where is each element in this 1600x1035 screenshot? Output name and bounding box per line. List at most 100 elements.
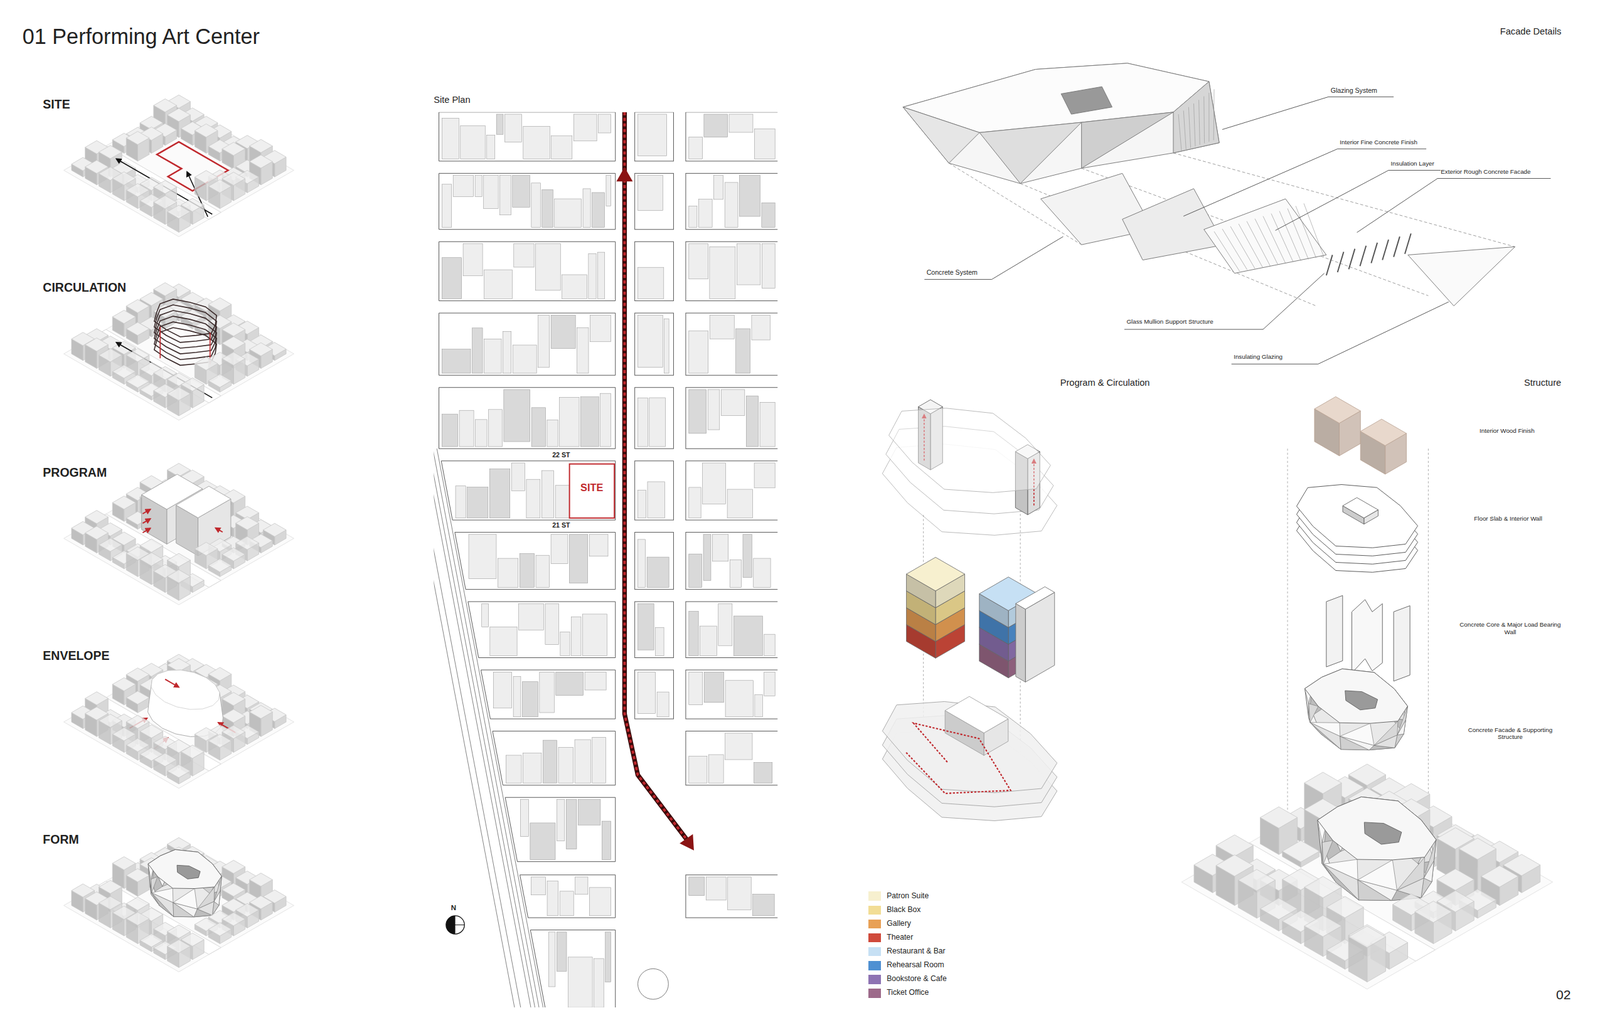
building (463, 244, 483, 277)
building (504, 114, 522, 142)
block-face (1015, 586, 1055, 610)
street-name: 22 ST (550, 451, 571, 459)
building (467, 487, 489, 519)
building (538, 314, 550, 368)
block-face (126, 691, 150, 705)
legend-swatch (868, 919, 881, 930)
facet (197, 887, 214, 910)
building (647, 481, 666, 519)
building (535, 244, 561, 291)
building (754, 463, 775, 489)
building (530, 823, 556, 860)
block-face (126, 738, 150, 752)
building (511, 463, 525, 491)
block-face (85, 692, 109, 706)
site-plan (433, 112, 778, 1008)
mesh (1254, 218, 1279, 265)
building (754, 694, 763, 717)
building (484, 338, 502, 374)
city-block (439, 173, 616, 230)
mullion (1326, 254, 1333, 276)
block-face (944, 696, 1009, 733)
legend-text: Gallery (886, 919, 912, 928)
step-title: PROGRAM (42, 465, 107, 480)
block-face (99, 348, 123, 363)
building (688, 756, 708, 784)
facet (150, 876, 158, 893)
building (638, 490, 647, 519)
legend-text: Restaurant & Bar (886, 946, 945, 956)
building (702, 463, 726, 504)
city-block (634, 670, 674, 720)
block-face (126, 374, 150, 388)
facet (1310, 722, 1341, 737)
hatch (1199, 99, 1201, 145)
facade-panel (1204, 198, 1327, 274)
building (638, 672, 656, 714)
city-block (454, 532, 616, 590)
block-face (249, 342, 273, 356)
building (453, 175, 474, 198)
building (638, 114, 667, 156)
building (441, 257, 462, 300)
mesh (1246, 221, 1270, 267)
leader-line (1124, 273, 1325, 330)
highway-line (433, 448, 521, 1008)
building (523, 126, 550, 159)
city-block (634, 112, 674, 162)
leader-line (1222, 96, 1394, 130)
building (569, 534, 588, 584)
concrete-core (1393, 606, 1410, 682)
block-face (1436, 869, 1474, 891)
block-face (1348, 926, 1386, 948)
building (550, 314, 576, 349)
city-block (634, 173, 674, 230)
block-face (208, 559, 232, 573)
callout: Insulation Layer (1391, 160, 1435, 167)
highway-line (436, 448, 544, 1008)
building (535, 555, 550, 588)
building (736, 328, 751, 374)
callout: Insulating Glazing (1233, 353, 1283, 361)
callout: Glass Mullion Support Structure (1126, 318, 1213, 326)
block-face (1458, 838, 1496, 860)
alignment-line (1428, 448, 1429, 837)
block-face (208, 179, 232, 193)
block-face (222, 912, 246, 927)
block-face (85, 526, 109, 540)
street-name: 21 ST (550, 521, 571, 529)
block-face (167, 658, 191, 672)
mesh (1238, 224, 1263, 268)
program-diagram (882, 399, 1057, 821)
city-block (505, 797, 616, 862)
route-arrowhead (616, 167, 633, 182)
block-face (208, 922, 232, 937)
building (582, 614, 607, 656)
city-block (685, 112, 778, 162)
route (624, 112, 689, 843)
building (729, 559, 742, 588)
building (638, 539, 646, 588)
building (489, 469, 510, 519)
block-face (112, 496, 136, 510)
leader-line (1357, 178, 1552, 233)
roof-opening (1364, 822, 1402, 845)
roof (148, 849, 222, 889)
building (727, 489, 753, 519)
mesh (1271, 213, 1294, 263)
city-block (685, 670, 778, 720)
block-face (112, 310, 136, 324)
building (708, 754, 724, 784)
block-face (208, 298, 232, 312)
block-face (126, 715, 150, 729)
building (483, 175, 499, 209)
callout: Exterior Rough Concrete Facade (1440, 168, 1531, 176)
building (589, 314, 611, 342)
building (764, 634, 775, 656)
alignment-line (1287, 448, 1289, 837)
building-outline (902, 63, 1220, 184)
massing-diagram (64, 94, 295, 237)
ground (64, 104, 295, 238)
legend-text: Bookstore & Cafe (886, 974, 947, 984)
